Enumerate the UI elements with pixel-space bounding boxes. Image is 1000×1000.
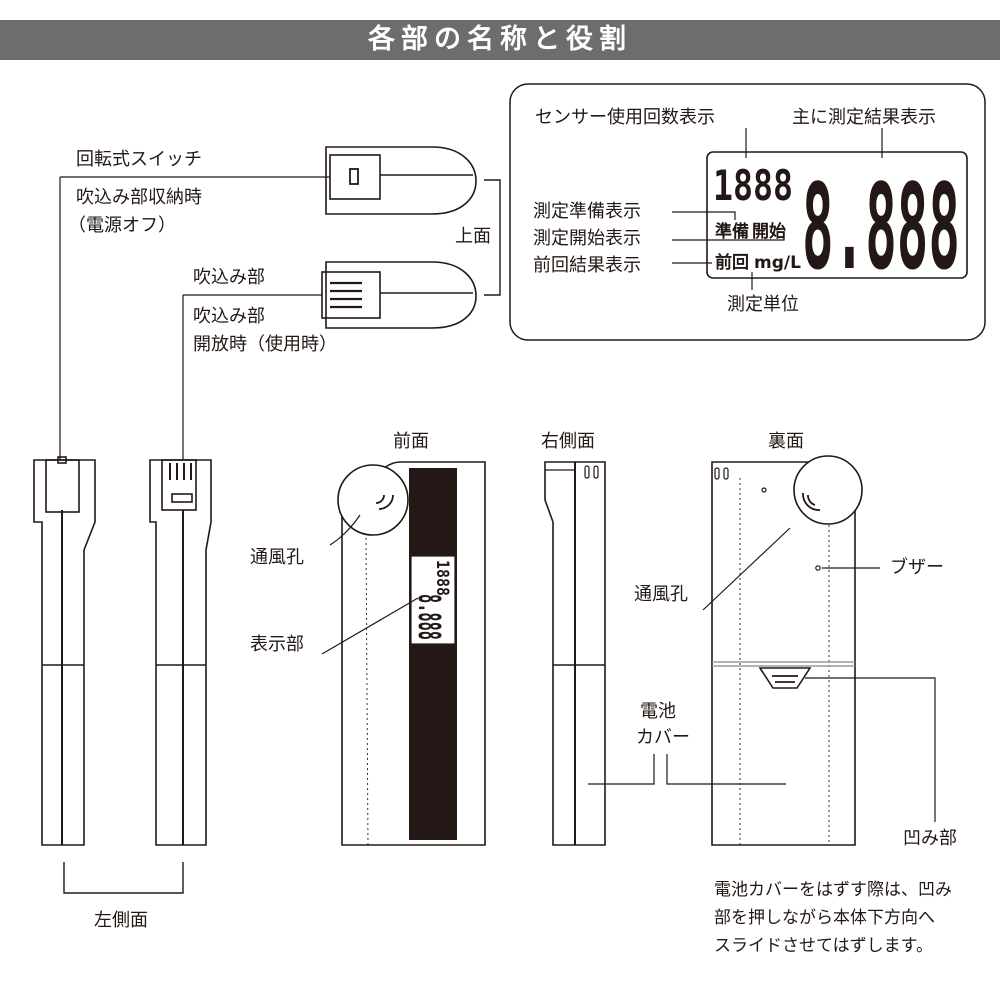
lcd-prep: 準備 — [715, 221, 749, 242]
label-battery-line1: 電池 — [640, 701, 676, 722]
label-main-result: 主に測定結果表示 — [792, 107, 936, 128]
label-top-view: 上面 — [455, 226, 491, 247]
note-line1: 電池カバーをはずす際は、凹み — [714, 880, 952, 900]
lcd-prev: 前回 — [715, 252, 749, 273]
label-start: 測定開始表示 — [533, 228, 641, 249]
label-prev: 前回結果表示 — [533, 255, 641, 276]
note-line2: 部を押しながら本体下方向へ — [714, 908, 935, 928]
label-sensor-count: センサー使用回数表示 — [535, 107, 715, 128]
lcd-big-digits: 8.888 — [802, 158, 960, 296]
front-vent-cap — [337, 464, 409, 536]
front-lcd-small: 1888 — [432, 560, 452, 596]
back-vent-cap — [793, 455, 863, 525]
lcd-small-digits: 1888 — [713, 161, 793, 210]
label-open-line1: 吹込み部 — [193, 306, 265, 327]
label-unit: 測定単位 — [727, 294, 799, 315]
mouthpiece-body — [321, 271, 381, 319]
label-back: 裏面 — [768, 431, 804, 452]
rotary-switch-body — [329, 154, 381, 200]
label-display: 表示部 — [250, 634, 304, 655]
label-vent-back: 通風孔 — [634, 584, 688, 605]
note-line3: スライドさせてはずします。 — [714, 936, 933, 956]
label-rotary-switch: 回転式スイッチ — [76, 149, 202, 170]
front-lcd-big: 8.888 — [411, 594, 446, 640]
left-side-closed — [33, 459, 96, 846]
lcd-start: 開始 — [752, 221, 786, 242]
label-vent-front: 通風孔 — [250, 547, 304, 568]
label-stored-line2: （電源オフ） — [68, 215, 176, 236]
top-view-open — [325, 261, 477, 329]
label-buzzer: ブザー — [890, 557, 944, 578]
label-prep: 測定準備表示 — [533, 201, 641, 222]
label-mouthpiece: 吹込み部 — [193, 267, 265, 288]
rotary-switch-knob — [349, 168, 359, 185]
label-left-side: 左側面 — [94, 910, 148, 931]
label-battery-line2: カバー — [636, 727, 690, 748]
right-side-body — [544, 461, 606, 846]
left-side-open — [149, 459, 212, 846]
lcd-unit: mg/L — [754, 253, 801, 273]
label-stored-line1: 吹込み部収納時 — [76, 187, 202, 208]
front-display-strip — [409, 468, 457, 840]
title-banner: 各部の名称と役割 — [0, 20, 1000, 60]
top-view-closed — [325, 146, 477, 215]
lcd-panel-frame — [509, 83, 986, 341]
label-right-side: 右側面 — [541, 431, 595, 452]
label-notch: 凹み部 — [903, 828, 957, 849]
label-open-line2: 開放時（使用時） — [193, 334, 337, 355]
label-front: 前面 — [393, 431, 429, 452]
front-lcd-window — [410, 555, 456, 645]
lcd-screen — [706, 151, 968, 279]
back-notch — [758, 667, 812, 689]
